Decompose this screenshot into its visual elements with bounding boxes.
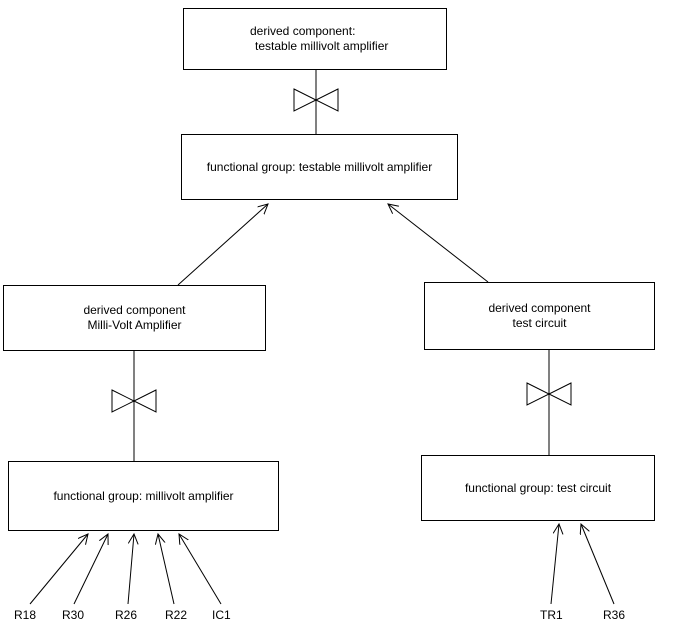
box-label: functional group: test circuit — [464, 480, 612, 495]
box-functional-group-test-circuit: functional group: test circuit — [421, 455, 655, 521]
bowtie-icon-top — [293, 88, 339, 112]
bowtie-icon-right — [526, 382, 572, 406]
arrow-r22 — [158, 534, 175, 605]
box-derived-component-testable-millivolt-amplifier: derived component: testable millivolt am… — [183, 8, 447, 70]
leaf-label-r30: R30 — [62, 608, 85, 622]
box-label-line2: test circuit — [512, 316, 567, 330]
arrow-r36 — [581, 524, 615, 605]
box-derived-component-milli-volt-amplifier: derived component Milli-Volt Amplifier — [3, 285, 266, 351]
box-label-line1: derived component: — [250, 24, 356, 38]
arrow-r30 — [73, 534, 108, 605]
box-label-line2: testable millivolt amplifier — [255, 39, 389, 53]
box-label: functional group: millivolt amplifier — [53, 488, 234, 503]
box-label: functional group: testable millivolt amp… — [206, 159, 433, 174]
box-label-line2: Milli-Volt Amplifier — [87, 318, 182, 332]
box-label-line1: derived component — [83, 303, 186, 317]
box-functional-group-testable-millivolt-amplifier: functional group: testable millivolt amp… — [181, 134, 458, 200]
arrow-ic1 — [179, 534, 222, 605]
leaf-label-ic1: IC1 — [212, 608, 231, 622]
arrow-dc-left-to-fg-top — [177, 204, 268, 286]
box-derived-component-test-circuit: derived component test circuit — [424, 282, 655, 350]
bowtie-icon-left — [111, 389, 157, 413]
arrow-tr1 — [550, 524, 559, 605]
box-functional-group-millivolt-amplifier: functional group: millivolt amplifier — [8, 461, 279, 531]
leaf-label-r18: R18 — [14, 608, 37, 622]
arrow-r26 — [127, 534, 134, 605]
arrow-dc-right-to-fg-top — [388, 204, 489, 283]
box-label-line1: derived component — [488, 301, 591, 315]
arrow-r18 — [29, 534, 88, 605]
leaf-label-r36: R36 — [603, 608, 626, 622]
leaf-label-r22: R22 — [165, 608, 188, 622]
leaf-label-tr1: TR1 — [540, 608, 563, 622]
leaf-label-r26: R26 — [115, 608, 138, 622]
